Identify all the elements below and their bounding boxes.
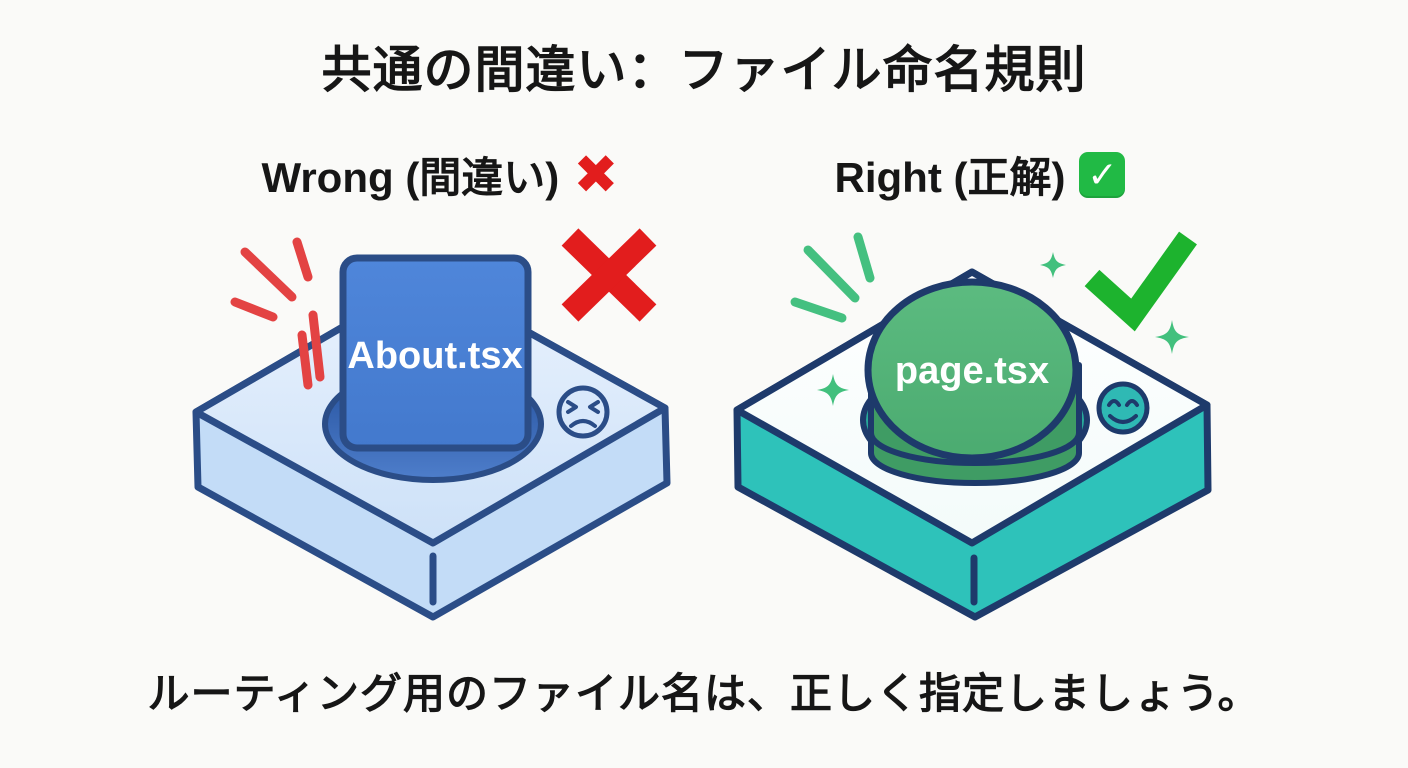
shine-lines-icon <box>790 232 875 323</box>
round-peg-label: page.tsx <box>895 350 1049 392</box>
bottom-caption: ルーティング用のファイル名は、正しく指定しましょう。 <box>147 670 1261 717</box>
right-heading-label: Right (正解) <box>834 154 1066 201</box>
square-block <box>339 254 532 452</box>
cross-mark-emoji-icon: ✖ <box>573 144 619 205</box>
wrong-heading-label: Wrong (間違い) <box>261 154 560 201</box>
impact-lines-icon <box>230 237 325 390</box>
sparkle-icon <box>817 252 1189 406</box>
angry-face-icon <box>556 385 610 439</box>
smiley-face-icon <box>1096 381 1150 435</box>
square-block-label: About.tsx <box>347 335 522 377</box>
red-x-icon <box>561 228 657 322</box>
wrong-illustration: About.tsx <box>192 228 671 621</box>
right-panel-heading: Right (正解) ✓ <box>700 144 1260 205</box>
green-check-icon <box>1084 231 1197 332</box>
check-mark-emoji-icon: ✓ <box>1079 151 1126 198</box>
page-title: 共通の間違い：ファイル命名規則 <box>321 42 1087 98</box>
wrong-panel-heading: Wrong (間違い) ✖ <box>180 144 700 205</box>
right-illustration: page.tsx <box>733 231 1212 621</box>
round-peg-rim <box>868 432 1082 466</box>
round-peg-top <box>864 278 1080 462</box>
